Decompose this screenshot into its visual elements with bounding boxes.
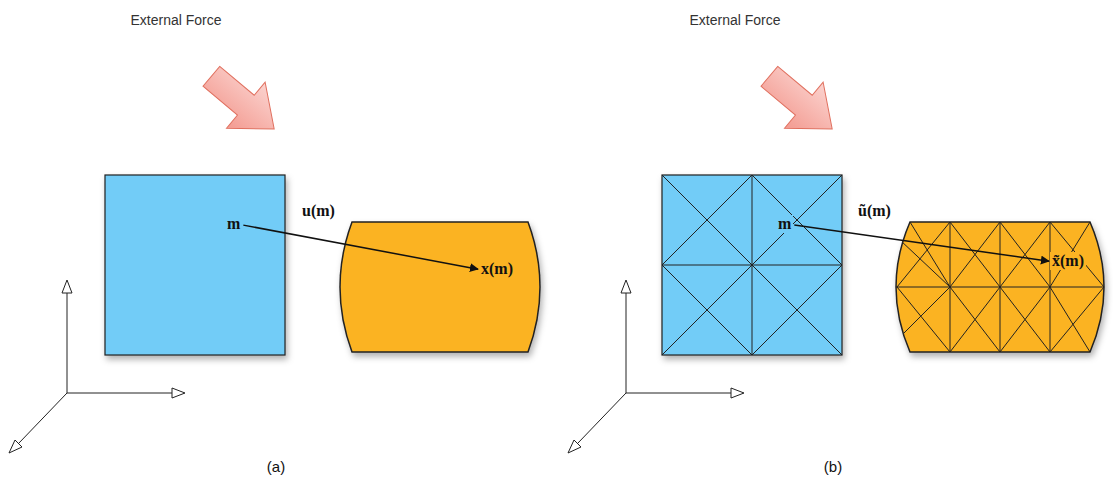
mesh-lines <box>890 222 1110 352</box>
force-arrow <box>750 53 851 152</box>
force-label: External Force <box>130 12 221 28</box>
panel-caption: (b) <box>824 458 842 475</box>
point-label: x̃(m) <box>1050 252 1086 270</box>
panel-caption: (a) <box>267 458 285 475</box>
body-shape: m <box>662 175 842 355</box>
deformed-body <box>340 222 540 352</box>
point-label: x(m) <box>479 260 515 278</box>
displacement-label: u(m) <box>300 202 337 220</box>
reference-mesh <box>662 175 842 355</box>
mesh-lines <box>662 175 842 355</box>
body-shape: x̃(m) <box>893 222 1108 352</box>
coordinate-axes <box>568 280 744 453</box>
body-shape: m <box>105 175 285 355</box>
force-arrow <box>192 53 293 152</box>
displacement-label: ũ(m) <box>856 202 893 220</box>
reference-body <box>105 175 285 355</box>
force-label: External Force <box>689 12 780 28</box>
body-shape: x(m) <box>335 222 545 352</box>
displacement-arrow <box>243 225 478 269</box>
coordinate-axes <box>9 280 185 453</box>
point-label: m <box>225 215 242 233</box>
displacement-arrow <box>794 225 1049 261</box>
point-label: m <box>776 215 793 233</box>
